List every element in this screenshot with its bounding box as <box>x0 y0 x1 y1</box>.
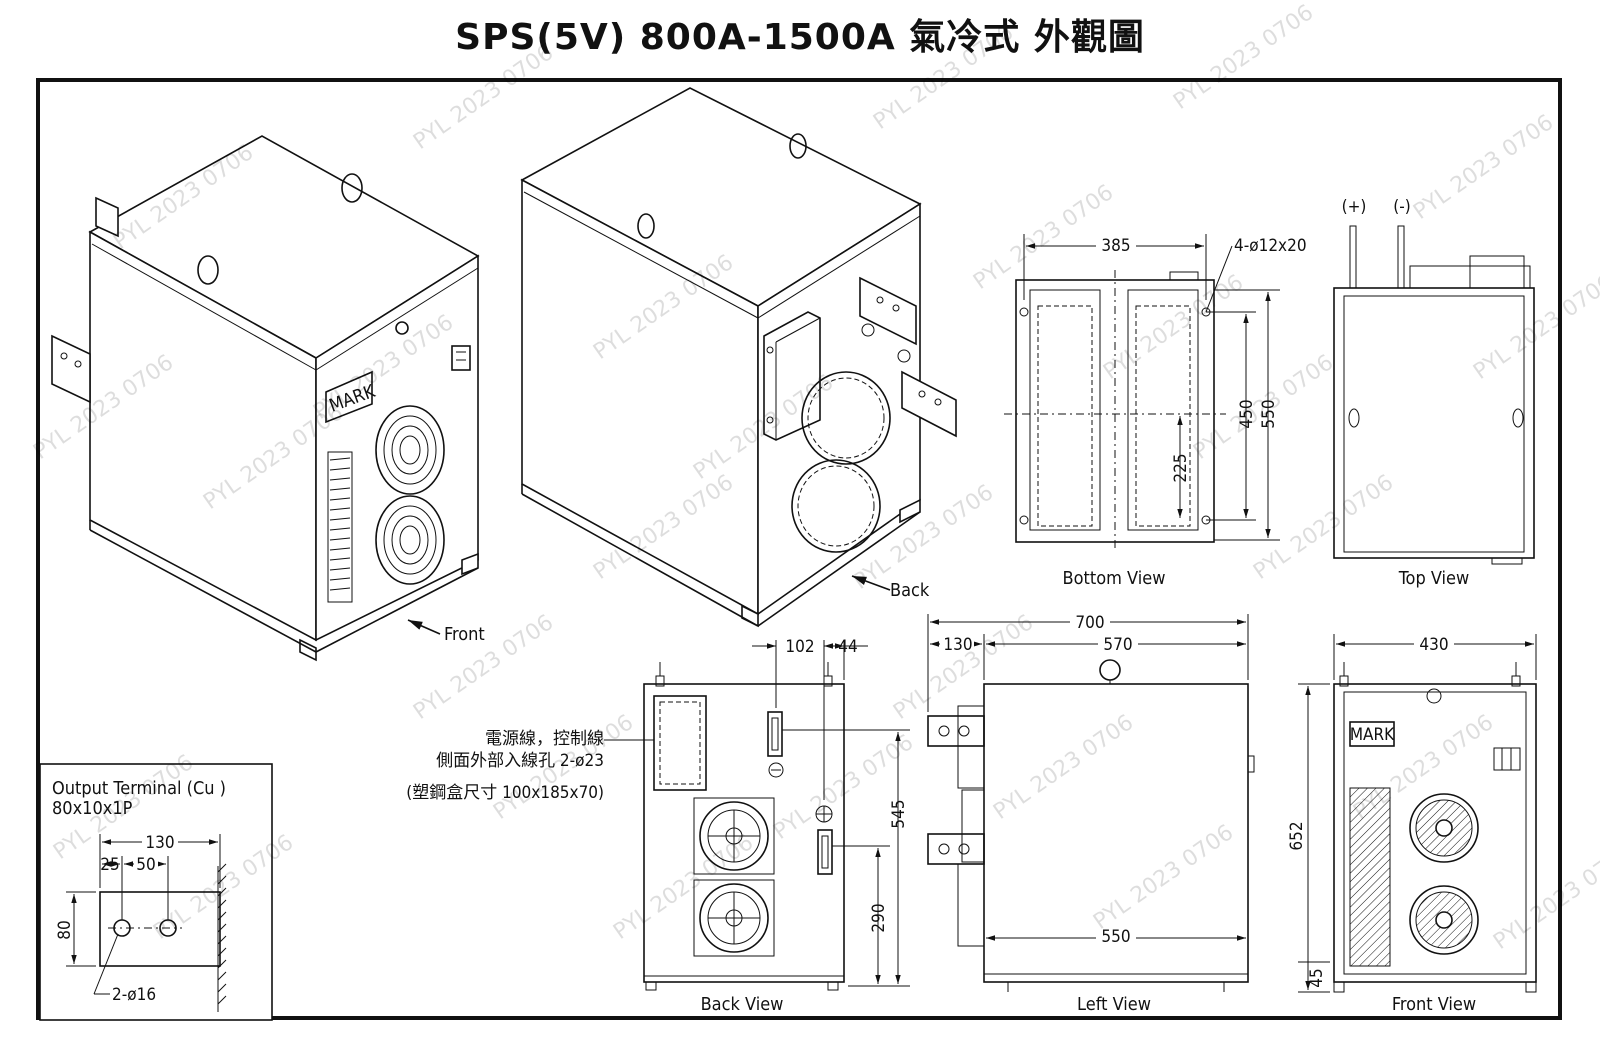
left-view-busbar-top <box>927 715 985 747</box>
back-dim-290: 290 <box>869 903 889 932</box>
terminal-dim-130: 130 <box>145 833 174 853</box>
watermark-text: PYL 2023 0706 <box>989 710 1138 825</box>
back-dim-44: 44 <box>838 637 857 657</box>
front-view-outline <box>1333 683 1537 983</box>
watermark-text: PYL 2023 0706 <box>409 40 558 155</box>
bottom-hole-spec: 4-ø12x20 <box>1234 236 1307 256</box>
front-view-breaker <box>1493 747 1521 771</box>
drawing-border <box>36 78 1562 1020</box>
watermark-text: PYL 2023 0706 <box>609 830 758 945</box>
left-view: 700 130 570 550 Left View <box>927 612 1255 1015</box>
output-terminal-detail: Output Terminal (Cu ) 80x10x1P 130 25 50… <box>39 763 273 1021</box>
watermark-text: PYL 2023 0706 <box>1489 840 1600 955</box>
bottom-view-label: Bottom View <box>1063 568 1166 589</box>
front-view-label: Front View <box>1392 994 1476 1015</box>
back-note-line3: (塑鋼盒尺寸 100x185x70) <box>406 783 604 803</box>
iso-back-eyebolt <box>789 133 807 159</box>
front-dim-430: 430 <box>1419 635 1448 655</box>
back-dim-545: 545 <box>889 799 909 828</box>
terminal-dim-50: 50 <box>136 855 155 875</box>
bottom-dim-225: 225 <box>1171 453 1191 482</box>
left-dim-550: 550 <box>1101 927 1130 947</box>
front-view-mark-text: MARK <box>1350 725 1395 745</box>
back-view-busbar-top <box>767 711 783 757</box>
back-view: 102 44 545 290 電源線，控制線 側面外部入線孔 2-ø23 (塑鋼… <box>406 637 910 1015</box>
watermark-text: PYL 2023 0706 <box>1099 270 1248 385</box>
top-minus-label: (-) <box>1393 197 1410 217</box>
back-view-label: Back View <box>701 994 784 1015</box>
iso-front-eyebolt <box>197 255 219 285</box>
left-dim-700: 700 <box>1075 613 1104 633</box>
bottom-dim-550: 550 <box>1259 399 1279 428</box>
iso-back-fans <box>791 371 891 553</box>
terminal-dim-25: 25 <box>100 855 119 875</box>
bottom-view: 385 4-ø12x20 550 450 225 Bottom View <box>1004 234 1307 589</box>
front-dim-652: 652 <box>1287 821 1307 850</box>
iso-front-view: MARK Front <box>51 135 485 662</box>
bottom-dim-385: 385 <box>1101 236 1130 256</box>
back-view-busbar-bottom <box>817 829 833 875</box>
terminal-title-line2: 80x10x1P <box>52 798 133 819</box>
left-dim-130: 130 <box>943 635 972 655</box>
iso-front-vent <box>327 451 353 603</box>
top-view-outline <box>1333 287 1535 559</box>
watermark-text: PYL 2023 0706 <box>869 20 1018 135</box>
left-view-label: Left View <box>1077 994 1151 1015</box>
terminal-title-line1: Output Terminal (Cu ) <box>52 778 226 799</box>
front-view-mark-plate <box>1349 721 1395 747</box>
back-view-control-box <box>653 695 707 791</box>
iso-back-busbar <box>859 276 917 346</box>
iso-back-label: Back <box>890 580 930 601</box>
front-dim-45: 45 <box>1307 968 1327 987</box>
back-view-fans <box>693 797 775 957</box>
iso-front-fans <box>375 405 445 585</box>
iso-back-control-box <box>763 311 821 441</box>
top-plus-label: (+) <box>1342 197 1367 217</box>
front-view: MARK 430 652 45 Front View <box>1287 634 1537 1015</box>
page-title: SPS(5V) 800A-1500A 氣冷式 外觀圖 <box>455 17 1145 58</box>
iso-back-view: Back <box>520 87 957 628</box>
back-dim-102: 102 <box>785 637 814 657</box>
top-terminal-minus <box>1397 225 1405 289</box>
back-note-line1: 電源線，控制線 <box>485 729 604 749</box>
terminal-bar <box>99 891 221 967</box>
left-dim-570: 570 <box>1103 635 1132 655</box>
front-view-fans <box>1409 793 1479 955</box>
watermark-text: PYL 2023 0706 <box>1169 0 1318 115</box>
top-terminal-plus <box>1349 225 1357 289</box>
iso-front-busbar <box>51 334 91 404</box>
iso-front-mark-plate <box>325 370 373 424</box>
front-view-vent <box>1349 787 1391 967</box>
watermark-text: PYL 2023 0706 <box>1089 820 1238 935</box>
left-view-busbar-bottom <box>927 833 985 865</box>
bottom-dim-450: 450 <box>1237 399 1257 428</box>
watermark-text: PYL 2023 0706 <box>1409 110 1558 225</box>
watermark-text: PYL 2023 0706 <box>1249 470 1398 585</box>
watermark-text: PYL 2023 0706 <box>889 610 1038 725</box>
back-note-line2: 側面外部入線孔 2-ø23 <box>436 751 604 771</box>
terminal-hole-spec: 2-ø16 <box>112 985 156 1005</box>
iso-front-label: Front <box>444 624 485 645</box>
left-view-eyebolt <box>1099 659 1121 681</box>
watermark-text: PYL 2023 0706 <box>1189 350 1338 465</box>
terminal-dim-80: 80 <box>55 920 75 939</box>
watermark-text: PYL 2023 0706 <box>969 180 1118 295</box>
top-view: (+) (-) Top View <box>1333 197 1535 589</box>
top-view-label: Top View <box>1398 568 1470 589</box>
